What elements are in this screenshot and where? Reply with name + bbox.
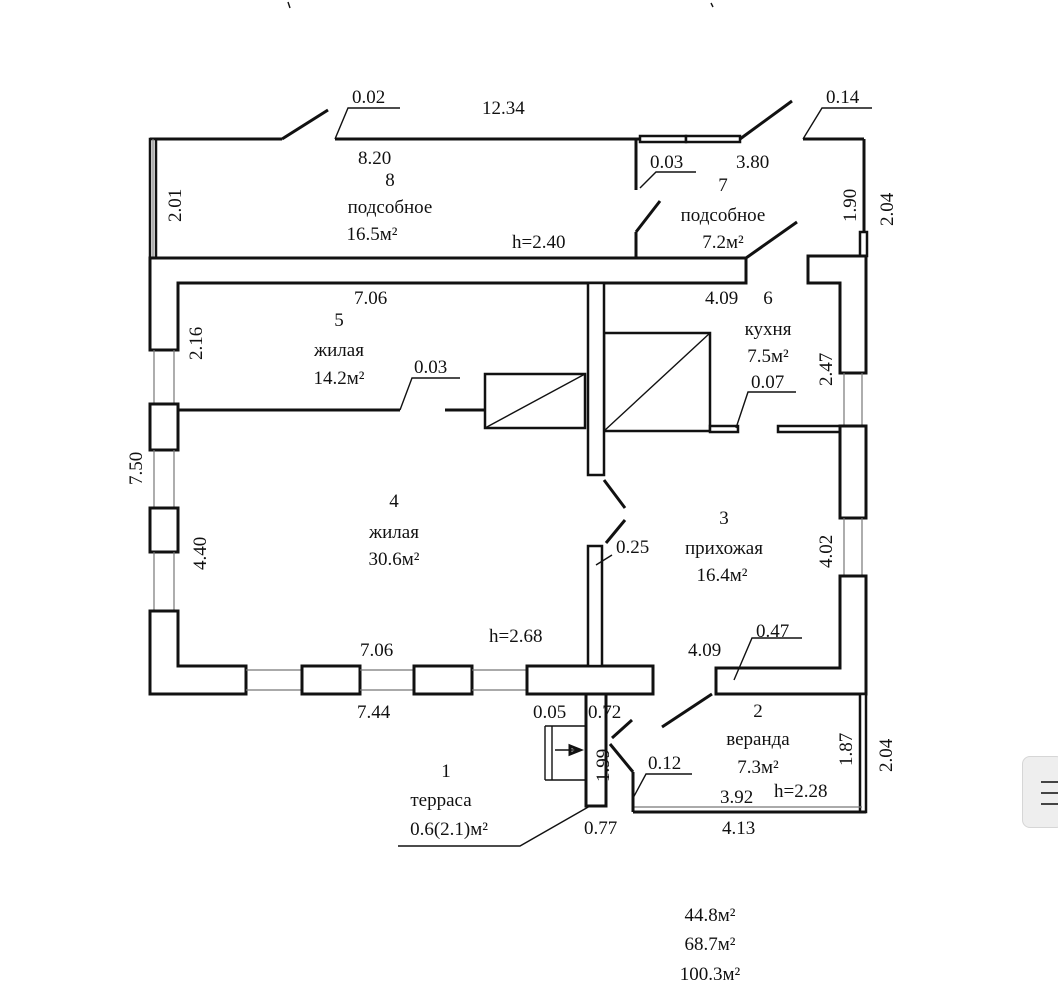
dim-kitchen-depth: 2.47 — [816, 353, 837, 386]
total-overall: 100.3м² — [680, 964, 741, 985]
total-living: 44.8м² — [685, 905, 736, 926]
kitchen-partition-right — [776, 424, 842, 434]
veranda-walls — [544, 692, 868, 814]
dim-veranda-depth: 1.87 — [836, 733, 857, 766]
side-panel-toggle[interactable] — [1022, 756, 1058, 828]
svg-text:5: 5 — [334, 310, 344, 331]
dim-partition-7-8: 0.03 — [650, 152, 683, 173]
svg-text:7.2м²: 7.2м² — [702, 232, 744, 253]
menu-icon-line — [1041, 781, 1058, 783]
svg-text:16.4м²: 16.4м² — [697, 565, 748, 586]
leader-047 — [733, 637, 802, 681]
top-wall-diagonal — [745, 220, 798, 260]
dim-top-overall: 12.34 — [482, 98, 525, 119]
room-8-label: 8 подсобное 16.5м² — [347, 170, 433, 245]
svg-text:подсобное: подсобное — [681, 205, 766, 226]
dim-room5-depth: 2.16 — [186, 327, 207, 360]
room-1-label: 1 терраса 0.6(2.1)м² — [410, 761, 488, 840]
menu-icon-line — [1041, 803, 1058, 805]
svg-text:прихожая: прихожая — [685, 538, 763, 559]
dim-room3-depth: 4.02 — [816, 535, 837, 568]
svg-text:4: 4 — [389, 491, 399, 512]
dim-bottom-overall: 7.44 — [357, 702, 391, 723]
dim-room4-width: 7.06 — [360, 640, 393, 661]
leader-002 — [334, 107, 400, 140]
svg-text:1: 1 — [441, 761, 451, 782]
total-auxiliary: 68.7м² — [685, 934, 736, 955]
dim-terrace-offset-b: 0.72 — [588, 702, 621, 723]
dim-left-overall: 7.50 — [126, 452, 147, 485]
dim-room6-width: 4.09 — [705, 288, 738, 309]
room-2-label: 2 веранда 7.3м² — [726, 701, 790, 778]
dim-room8-depth: 2.01 — [165, 189, 186, 222]
leader-terrace — [398, 805, 591, 847]
room-6-label: 6 кухня 7.5м² — [745, 288, 792, 367]
height-room8: h=2.40 — [512, 232, 565, 253]
scan-mark — [710, 2, 714, 8]
svg-text:6: 6 — [763, 288, 773, 309]
room-3-label: 3 прихожая 16.4м² — [685, 508, 763, 586]
leader-012 — [631, 773, 692, 801]
dim-terrace-width: 0.77 — [584, 818, 617, 839]
dim-veranda-offset: 0.47 — [756, 621, 789, 642]
kitchen-partition-left — [708, 424, 740, 434]
svg-text:16.5м²: 16.5м² — [347, 224, 398, 245]
menu-icon-line — [1041, 792, 1058, 794]
svg-text:2: 2 — [753, 701, 763, 722]
dim-terrace-depth: 1.99 — [593, 749, 614, 782]
dim-room7-width: 3.80 — [736, 152, 769, 173]
bottom-exterior-wall — [246, 664, 655, 696]
svg-text:0.6(2.1)м²: 0.6(2.1)м² — [410, 819, 488, 840]
dim-partition-3-4: 0.25 — [616, 537, 649, 558]
scan-mark — [287, 1, 291, 9]
dim-room8-width: 8.20 — [358, 148, 391, 169]
svg-text:7.3м²: 7.3м² — [737, 757, 779, 778]
leader-007 — [735, 391, 796, 429]
svg-text:жилая: жилая — [368, 522, 419, 543]
dim-partition-kitchen: 0.07 — [751, 372, 784, 393]
dim-partition-4-5: 0.03 — [414, 357, 447, 378]
dim-room3-width: 4.09 — [688, 640, 721, 661]
dim-veranda-step: 0.12 — [648, 753, 681, 774]
utility-block-walls — [148, 99, 869, 260]
room-5-label: 5 жилая 14.2м² — [313, 310, 365, 389]
area-totals: 44.8м² 68.7м² 100.3м² — [680, 905, 741, 985]
leader-025 — [595, 554, 613, 566]
dim-veranda-inner-width: 3.92 — [720, 787, 753, 808]
dim-right-top-outer: 2.04 — [877, 192, 898, 226]
svg-text:кухня: кухня — [745, 319, 792, 340]
dim-room5-width: 7.06 — [354, 288, 387, 309]
room-7-label: 7 подсобное 7.2м² — [681, 175, 766, 253]
dim-room4-depth: 4.40 — [190, 537, 211, 570]
dim-right-top-inner: 1.90 — [840, 189, 861, 222]
height-room4: h=2.68 — [489, 626, 542, 647]
leader-003b — [399, 377, 460, 411]
svg-text:терраса: терраса — [410, 790, 472, 811]
partition-3-4 — [586, 544, 604, 668]
right-exterior-wall — [714, 254, 868, 696]
svg-text:веранда: веранда — [726, 729, 790, 750]
svg-text:подсобное: подсобное — [348, 197, 433, 218]
central-partition — [586, 281, 606, 477]
left-exterior-wall — [148, 350, 248, 696]
dim-terrace-offset-a: 0.05 — [533, 702, 566, 723]
dim-veranda-outer: 2.04 — [876, 738, 897, 772]
svg-text:14.2м²: 14.2м² — [314, 368, 365, 389]
room-4-label: 4 жилая 30.6м² — [368, 491, 420, 570]
svg-text:жилая: жилая — [313, 340, 364, 361]
leader-003a — [639, 171, 696, 189]
dim-top-offset-right: 0.14 — [826, 87, 860, 108]
leader-014 — [802, 107, 872, 140]
dim-top-offset-left: 0.02 — [352, 87, 385, 108]
dim-veranda-outer-width: 4.13 — [722, 818, 755, 839]
svg-text:3: 3 — [719, 508, 729, 529]
height-veranda: h=2.28 — [774, 781, 827, 802]
svg-text:30.6м²: 30.6м² — [369, 549, 420, 570]
svg-text:7.5м²: 7.5м² — [747, 346, 789, 367]
svg-text:8: 8 — [385, 170, 395, 191]
svg-text:7: 7 — [718, 175, 728, 196]
